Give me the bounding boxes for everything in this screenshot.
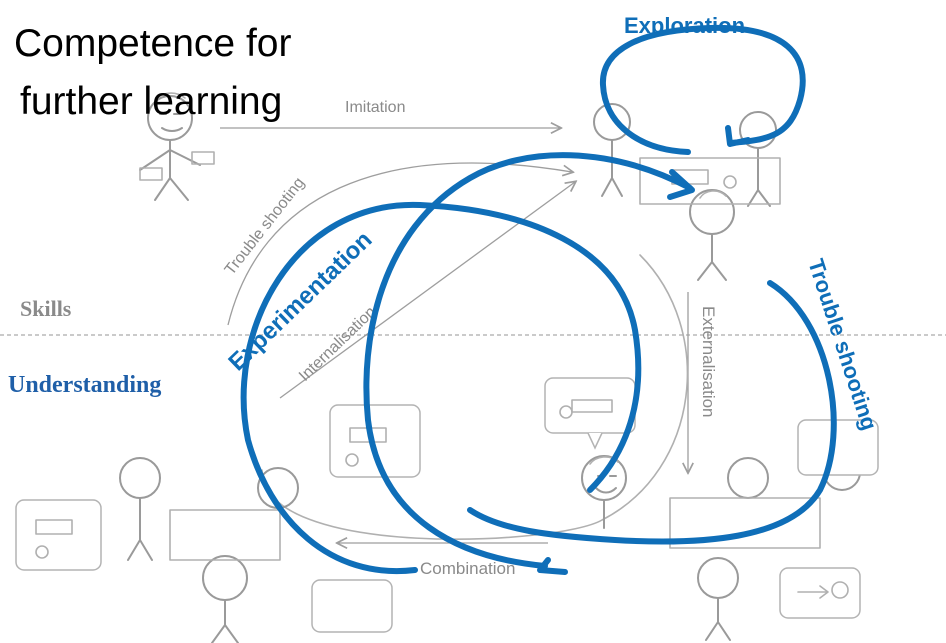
title-line-2: further learning: [20, 80, 282, 123]
exploration-loop: [599, 24, 806, 155]
imitation-label: Imitation: [345, 99, 405, 116]
experimentation-combination-arrowhead: [537, 557, 568, 575]
stick-figure-learner: [139, 92, 215, 201]
trouble-shooting-gray-label: Trouble shooting: [222, 175, 308, 279]
understanding-label: Understanding: [8, 372, 161, 398]
stick-figure-group-bottom-left: [15, 404, 421, 643]
thought-bubble-center: [544, 377, 636, 450]
trouble-shooting-loop: [467, 280, 837, 545]
stick-figure-group-bottom-right: [669, 419, 879, 641]
title-line-1: Competence for: [14, 22, 291, 65]
externalisation-label: Externalisation: [699, 306, 718, 418]
big-cycle-loop: [240, 201, 642, 575]
outer-loop-sketch: [261, 254, 689, 540]
combination-label: Combination: [420, 559, 515, 578]
exploration-label: Exploration: [624, 13, 745, 38]
stick-figure-group-top: [593, 103, 781, 281]
trouble-shooting-label: Trouble shooting: [803, 256, 882, 433]
exploration-arrowhead: [725, 125, 751, 147]
internalisation-arrow: [279, 182, 575, 399]
experimentation-arrowhead: [667, 169, 695, 200]
skills-label: Skills: [20, 296, 72, 321]
experimentation-loop: [363, 152, 693, 569]
